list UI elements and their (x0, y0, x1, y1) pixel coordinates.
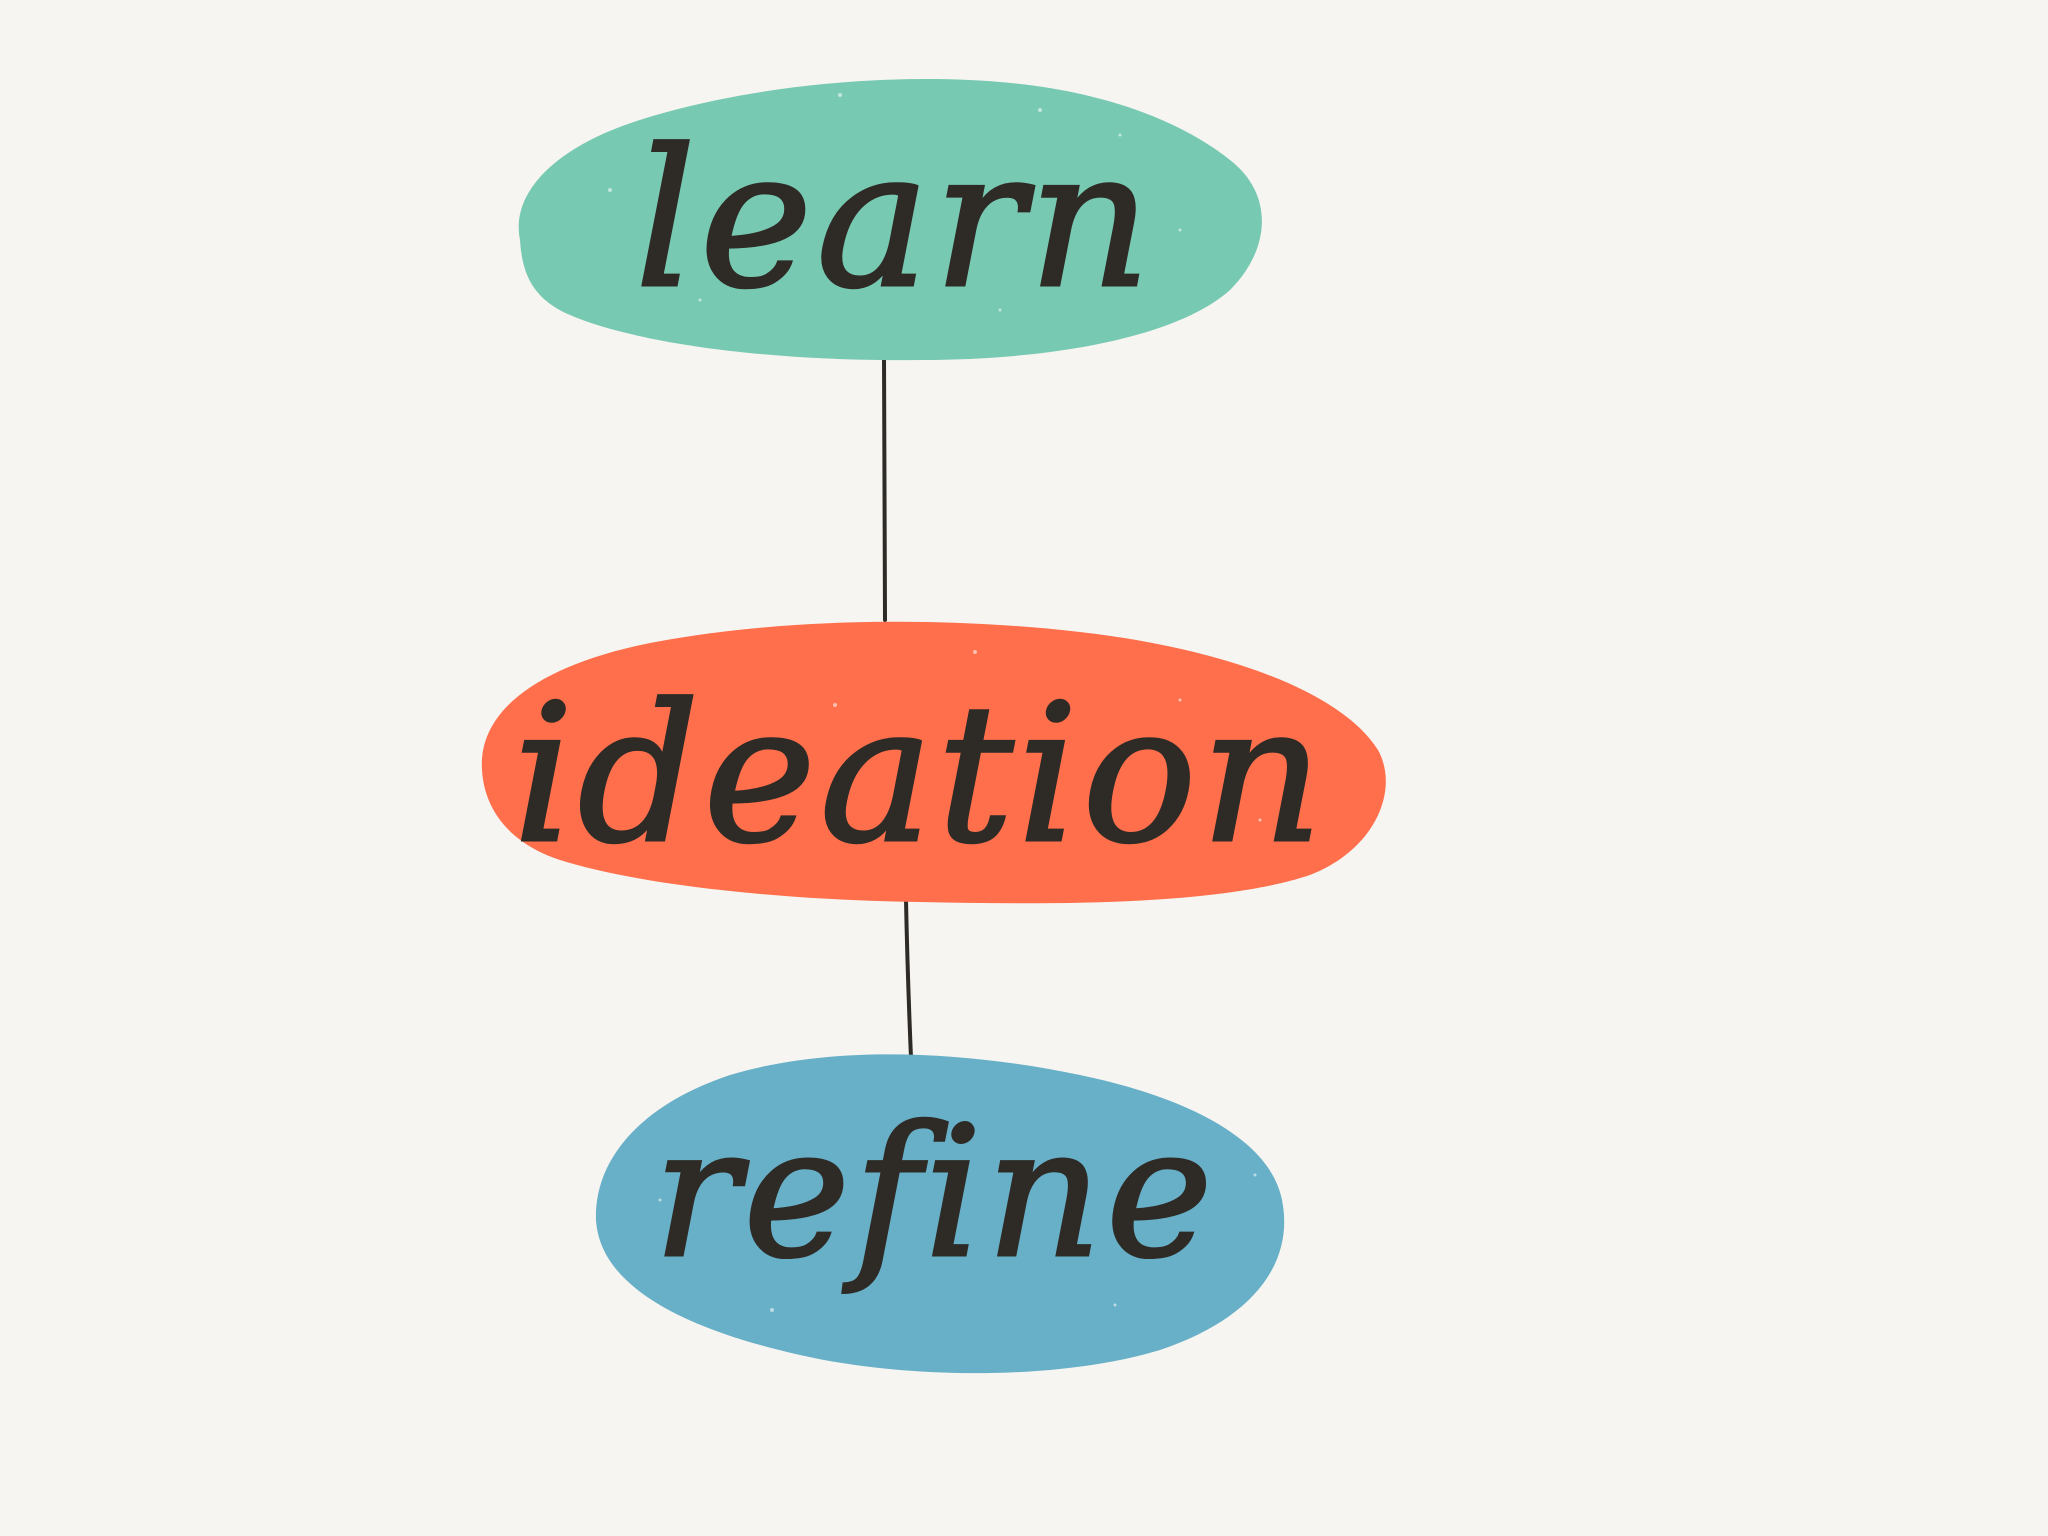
node-ideation: ideation (481, 621, 1386, 904)
connector-learn-ideation (882, 354, 887, 622)
node-learn-blob (518, 79, 1262, 361)
node-ideation-blob (481, 621, 1386, 904)
node-ideation-specks (598, 650, 1262, 842)
node-refine-specks (658, 1173, 1257, 1312)
node-ideation-label: ideation (513, 664, 1327, 885)
node-learn-label: learn (635, 109, 1155, 330)
node-refine: refine (595, 1054, 1285, 1374)
connector-ideation-refine (904, 898, 913, 1060)
node-refine-blob (595, 1054, 1285, 1374)
node-refine-label: refine (653, 1089, 1216, 1298)
node-learn: learn (518, 79, 1262, 361)
node-learn-specks (608, 93, 1182, 312)
